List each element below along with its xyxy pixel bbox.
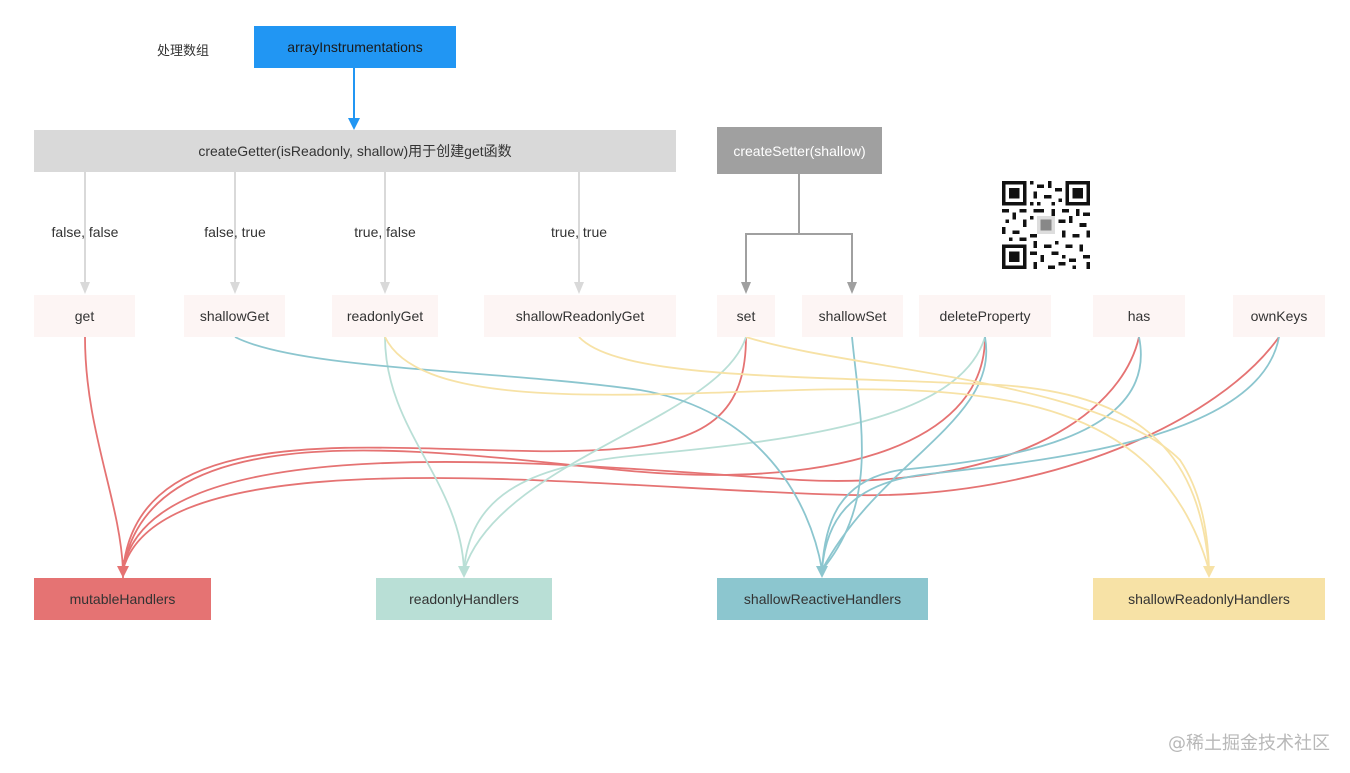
- edges-setter-to-sets: [741, 174, 857, 294]
- edges-to-mutable-handlers: [84, 336, 1280, 578]
- qr-code-image: [1002, 181, 1090, 269]
- shallow-readonly-get-label: shallowReadonlyGet: [515, 308, 645, 324]
- array-note: 处理数组: [157, 43, 210, 58]
- shallow-readonly-handlers-node[interactable]: shallowReadonlyHandlers: [1093, 578, 1325, 620]
- shallow-set-node[interactable]: shallowSet: [802, 295, 903, 337]
- shallow-readonly-get-node[interactable]: shallowReadonlyGet: [484, 295, 676, 337]
- arrowhead-shallow-reactive: [816, 566, 828, 578]
- watermark: @稀土掘金技术社区: [1168, 733, 1330, 754]
- own-keys-node[interactable]: ownKeys: [1233, 295, 1325, 337]
- create-setter-node[interactable]: createSetter(shallow): [717, 127, 882, 174]
- arrowhead-readonly: [458, 566, 470, 578]
- has-label: has: [1127, 308, 1151, 324]
- edge-label-readonly-get: true, false: [354, 224, 416, 240]
- set-label: set: [736, 308, 756, 324]
- get-node[interactable]: get: [34, 295, 135, 337]
- edges-to-shallow-readonly-handlers: [384, 336, 1210, 571]
- array-instrumentations-node[interactable]: arrayInstrumentations: [254, 26, 456, 68]
- mutable-handlers-label: mutableHandlers: [69, 591, 176, 607]
- shallow-reactive-handlers-node[interactable]: shallowReactiveHandlers: [717, 578, 928, 620]
- arrowhead-mutable: [117, 566, 129, 578]
- create-getter-label: createGetter(isReadonly, shallow)用于创建get…: [198, 143, 512, 159]
- shallow-reactive-handlers-label: shallowReactiveHandlers: [743, 591, 902, 607]
- shallow-set-label: shallowSet: [818, 308, 887, 324]
- has-node[interactable]: has: [1093, 295, 1185, 337]
- shallow-get-node[interactable]: shallowGet: [184, 295, 285, 337]
- mutable-handlers-node[interactable]: mutableHandlers: [34, 578, 211, 620]
- delete-property-node[interactable]: deleteProperty: [919, 295, 1051, 337]
- readonly-handlers-node[interactable]: readonlyHandlers: [376, 578, 552, 620]
- readonly-handlers-label: readonlyHandlers: [409, 591, 519, 607]
- arrowhead-shallow-readonly: [1203, 566, 1215, 578]
- shallow-get-label: shallowGet: [199, 308, 270, 324]
- edge-label-get: false, false: [51, 224, 119, 240]
- readonly-get-label: readonlyGet: [346, 308, 424, 324]
- own-keys-label: ownKeys: [1250, 308, 1308, 324]
- edges-to-shallow-reactive-handlers: [234, 336, 1280, 571]
- edges-getter-to-gets: [80, 172, 584, 294]
- edge-label-shallow-readonly-get: true, true: [550, 224, 608, 240]
- shallow-readonly-handlers-label: shallowReadonlyHandlers: [1128, 591, 1290, 607]
- readonly-get-node[interactable]: readonlyGet: [332, 295, 438, 337]
- edges-to-readonly-handlers: [384, 336, 986, 571]
- edge-label-shallow-get: false, true: [204, 224, 266, 240]
- create-getter-node[interactable]: createGetter(isReadonly, shallow)用于创建get…: [34, 130, 676, 172]
- edge-array-to-getter: [348, 68, 360, 130]
- create-setter-label: createSetter(shallow): [733, 142, 866, 159]
- set-node[interactable]: set: [717, 295, 775, 337]
- get-label: get: [74, 308, 95, 324]
- array-instrumentations-label: arrayInstrumentations: [287, 39, 423, 55]
- delete-property-label: deleteProperty: [939, 308, 1031, 324]
